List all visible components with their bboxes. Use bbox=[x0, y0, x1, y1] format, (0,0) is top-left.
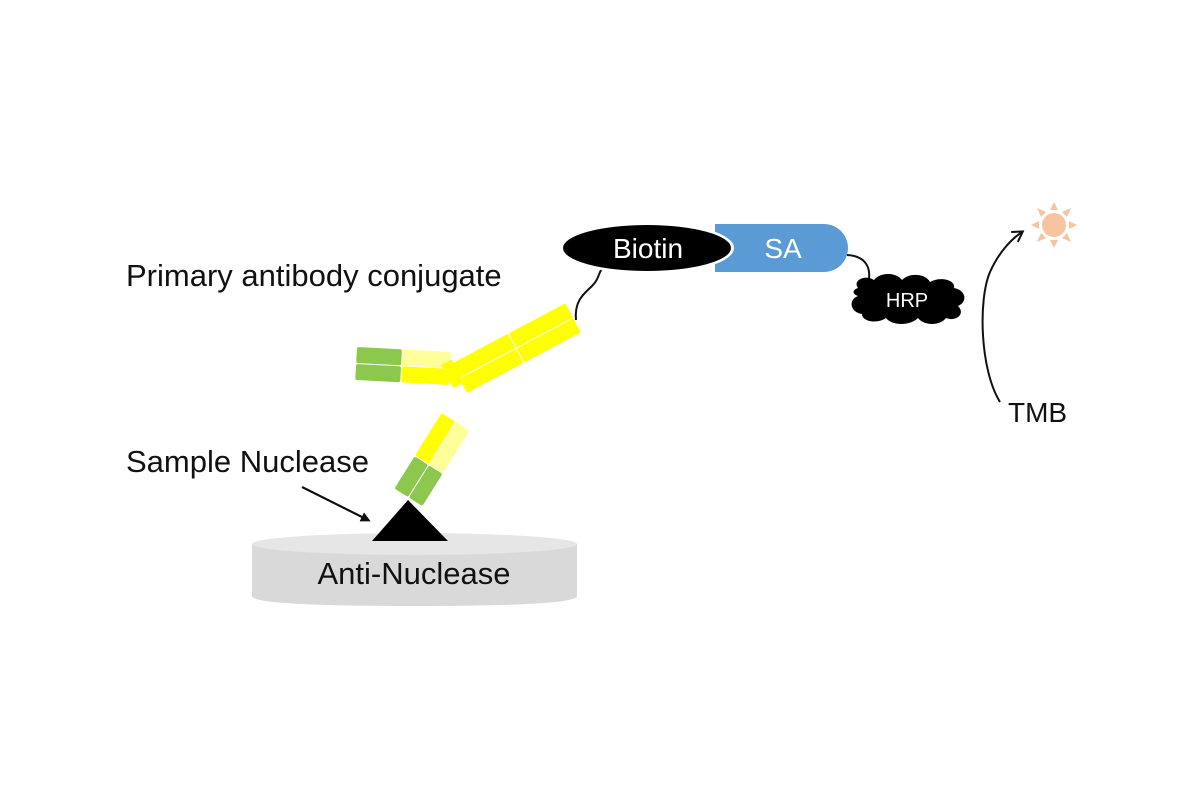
antibody-lower-arm bbox=[395, 413, 470, 506]
primary-antibody-label: Primary antibody conjugate bbox=[126, 258, 502, 293]
hrp-label: HRP bbox=[886, 290, 928, 312]
hrp-block: HRP bbox=[851, 274, 965, 324]
sample-nuclease-label: Sample Nuclease bbox=[126, 444, 369, 479]
sa-shape bbox=[715, 224, 848, 272]
arrow-icon bbox=[301, 486, 371, 522]
antibody-fc-stem bbox=[451, 303, 581, 393]
antibody-biotin-linker bbox=[574, 265, 605, 321]
plate-body bbox=[252, 544, 577, 606]
sa-label: SA bbox=[764, 233, 802, 264]
anti-nuclease-label: Anti-Nuclease bbox=[318, 556, 511, 591]
antibody-hinge bbox=[441, 359, 464, 388]
antibody-upper-arm bbox=[355, 347, 451, 385]
plate-top bbox=[252, 533, 577, 555]
biotin-label: Biotin bbox=[613, 233, 683, 264]
sa-block: SA bbox=[715, 224, 848, 272]
tmb-arrow-icon bbox=[981, 230, 1025, 403]
sample-nuclease-antigen bbox=[372, 500, 448, 541]
hrp-shape bbox=[851, 274, 965, 324]
biotin-shape bbox=[563, 225, 731, 271]
anti-nuclease-plate: Anti-Nuclease bbox=[252, 533, 577, 606]
sun-icon bbox=[1031, 202, 1077, 248]
tmb-label: TMB bbox=[1008, 397, 1067, 428]
primary-antibody bbox=[355, 303, 581, 506]
biotin-block: Biotin bbox=[560, 222, 734, 274]
